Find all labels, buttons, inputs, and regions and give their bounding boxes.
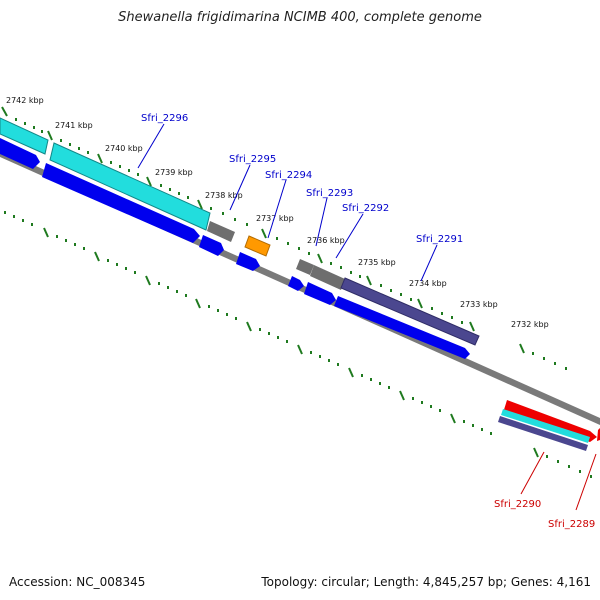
gene-label[interactable]: Sfri_2295 <box>229 154 276 165</box>
gene-label[interactable]: Sfri_2292 <box>342 203 389 214</box>
feature-cyan-3[interactable] <box>501 409 590 443</box>
kbp-label: 2736 kbp <box>307 236 345 245</box>
kbp-label: 2738 kbp <box>205 191 243 200</box>
leader-line <box>137 123 165 169</box>
accession-text: Accession: NC_008345 <box>9 575 146 589</box>
feature-gray-1[interactable] <box>207 221 235 242</box>
gene-label[interactable]: Sfri_2296 <box>141 113 188 124</box>
feature-navy[interactable] <box>340 277 480 346</box>
feature-navy-2[interactable] <box>498 416 588 451</box>
kbp-label: 2735 kbp <box>358 258 396 267</box>
gene-labels-lower: Sfri_2290 Sfri_2289 <box>494 451 597 530</box>
leader-line <box>267 179 287 239</box>
kbp-label: 2739 kbp <box>155 168 193 177</box>
leader-line <box>575 453 597 511</box>
gene-labels-upper: Sfri_2296 Sfri_2295 Sfri_2294 Sfri_2293 … <box>137 113 463 282</box>
lower-minor-ticks <box>4 211 592 478</box>
kbp-label: 2740 kbp <box>105 144 143 153</box>
upper-major-ticks <box>1 106 525 354</box>
feature-blue-3[interactable] <box>199 235 224 256</box>
feature-gray-2[interactable] <box>296 259 314 275</box>
map-title: Shewanella frigidimarina NCIMB 400, comp… <box>118 10 482 25</box>
kbp-label: 2737 kbp <box>256 214 294 223</box>
leader-line <box>315 197 328 247</box>
feature-orange[interactable] <box>244 235 271 257</box>
feature-row-right <box>498 400 600 451</box>
feature-blue-6[interactable] <box>304 282 336 305</box>
feature-red-1[interactable] <box>503 400 597 442</box>
kbp-label: 2732 kbp <box>511 320 549 329</box>
gene-label[interactable]: Sfri_2291 <box>416 234 463 245</box>
lower-major-ticks <box>43 227 539 458</box>
leader-line <box>520 451 545 495</box>
genome-summary-text: Topology: circular; Length: 4,845,257 bp… <box>261 575 591 589</box>
feature-red-2[interactable] <box>597 428 600 441</box>
gene-label[interactable]: Sfri_2290 <box>494 499 541 510</box>
leader-line <box>420 244 438 282</box>
upper-minor-ticks <box>15 118 567 370</box>
feature-row-lower <box>0 138 470 359</box>
gene-label[interactable]: Sfri_2293 <box>306 188 353 199</box>
feature-row-upper <box>0 117 480 346</box>
feature-blue-1[interactable] <box>0 138 40 169</box>
feature-cyan-1[interactable] <box>0 117 49 155</box>
kbp-label: 2742 kbp <box>6 96 44 105</box>
feature-blue-4[interactable] <box>236 252 260 271</box>
kbp-label: 2734 kbp <box>409 279 447 288</box>
feature-blue-7[interactable] <box>334 296 470 359</box>
leader-line <box>335 213 364 259</box>
feature-blue-5[interactable] <box>288 276 304 291</box>
gene-label[interactable]: Sfri_2289 <box>548 519 595 530</box>
kbp-scale: 2742 kbp 2741 kbp 2740 kbp 2739 kbp 2738… <box>6 96 549 329</box>
feature-gray-3[interactable] <box>310 265 345 290</box>
feature-blue-2[interactable] <box>42 163 200 243</box>
gene-label[interactable]: Sfri_2294 <box>265 170 312 181</box>
kbp-label: 2733 kbp <box>460 300 498 309</box>
kbp-label: 2741 kbp <box>55 121 93 130</box>
feature-cyan-2[interactable] <box>49 142 211 231</box>
leader-line <box>229 164 251 211</box>
